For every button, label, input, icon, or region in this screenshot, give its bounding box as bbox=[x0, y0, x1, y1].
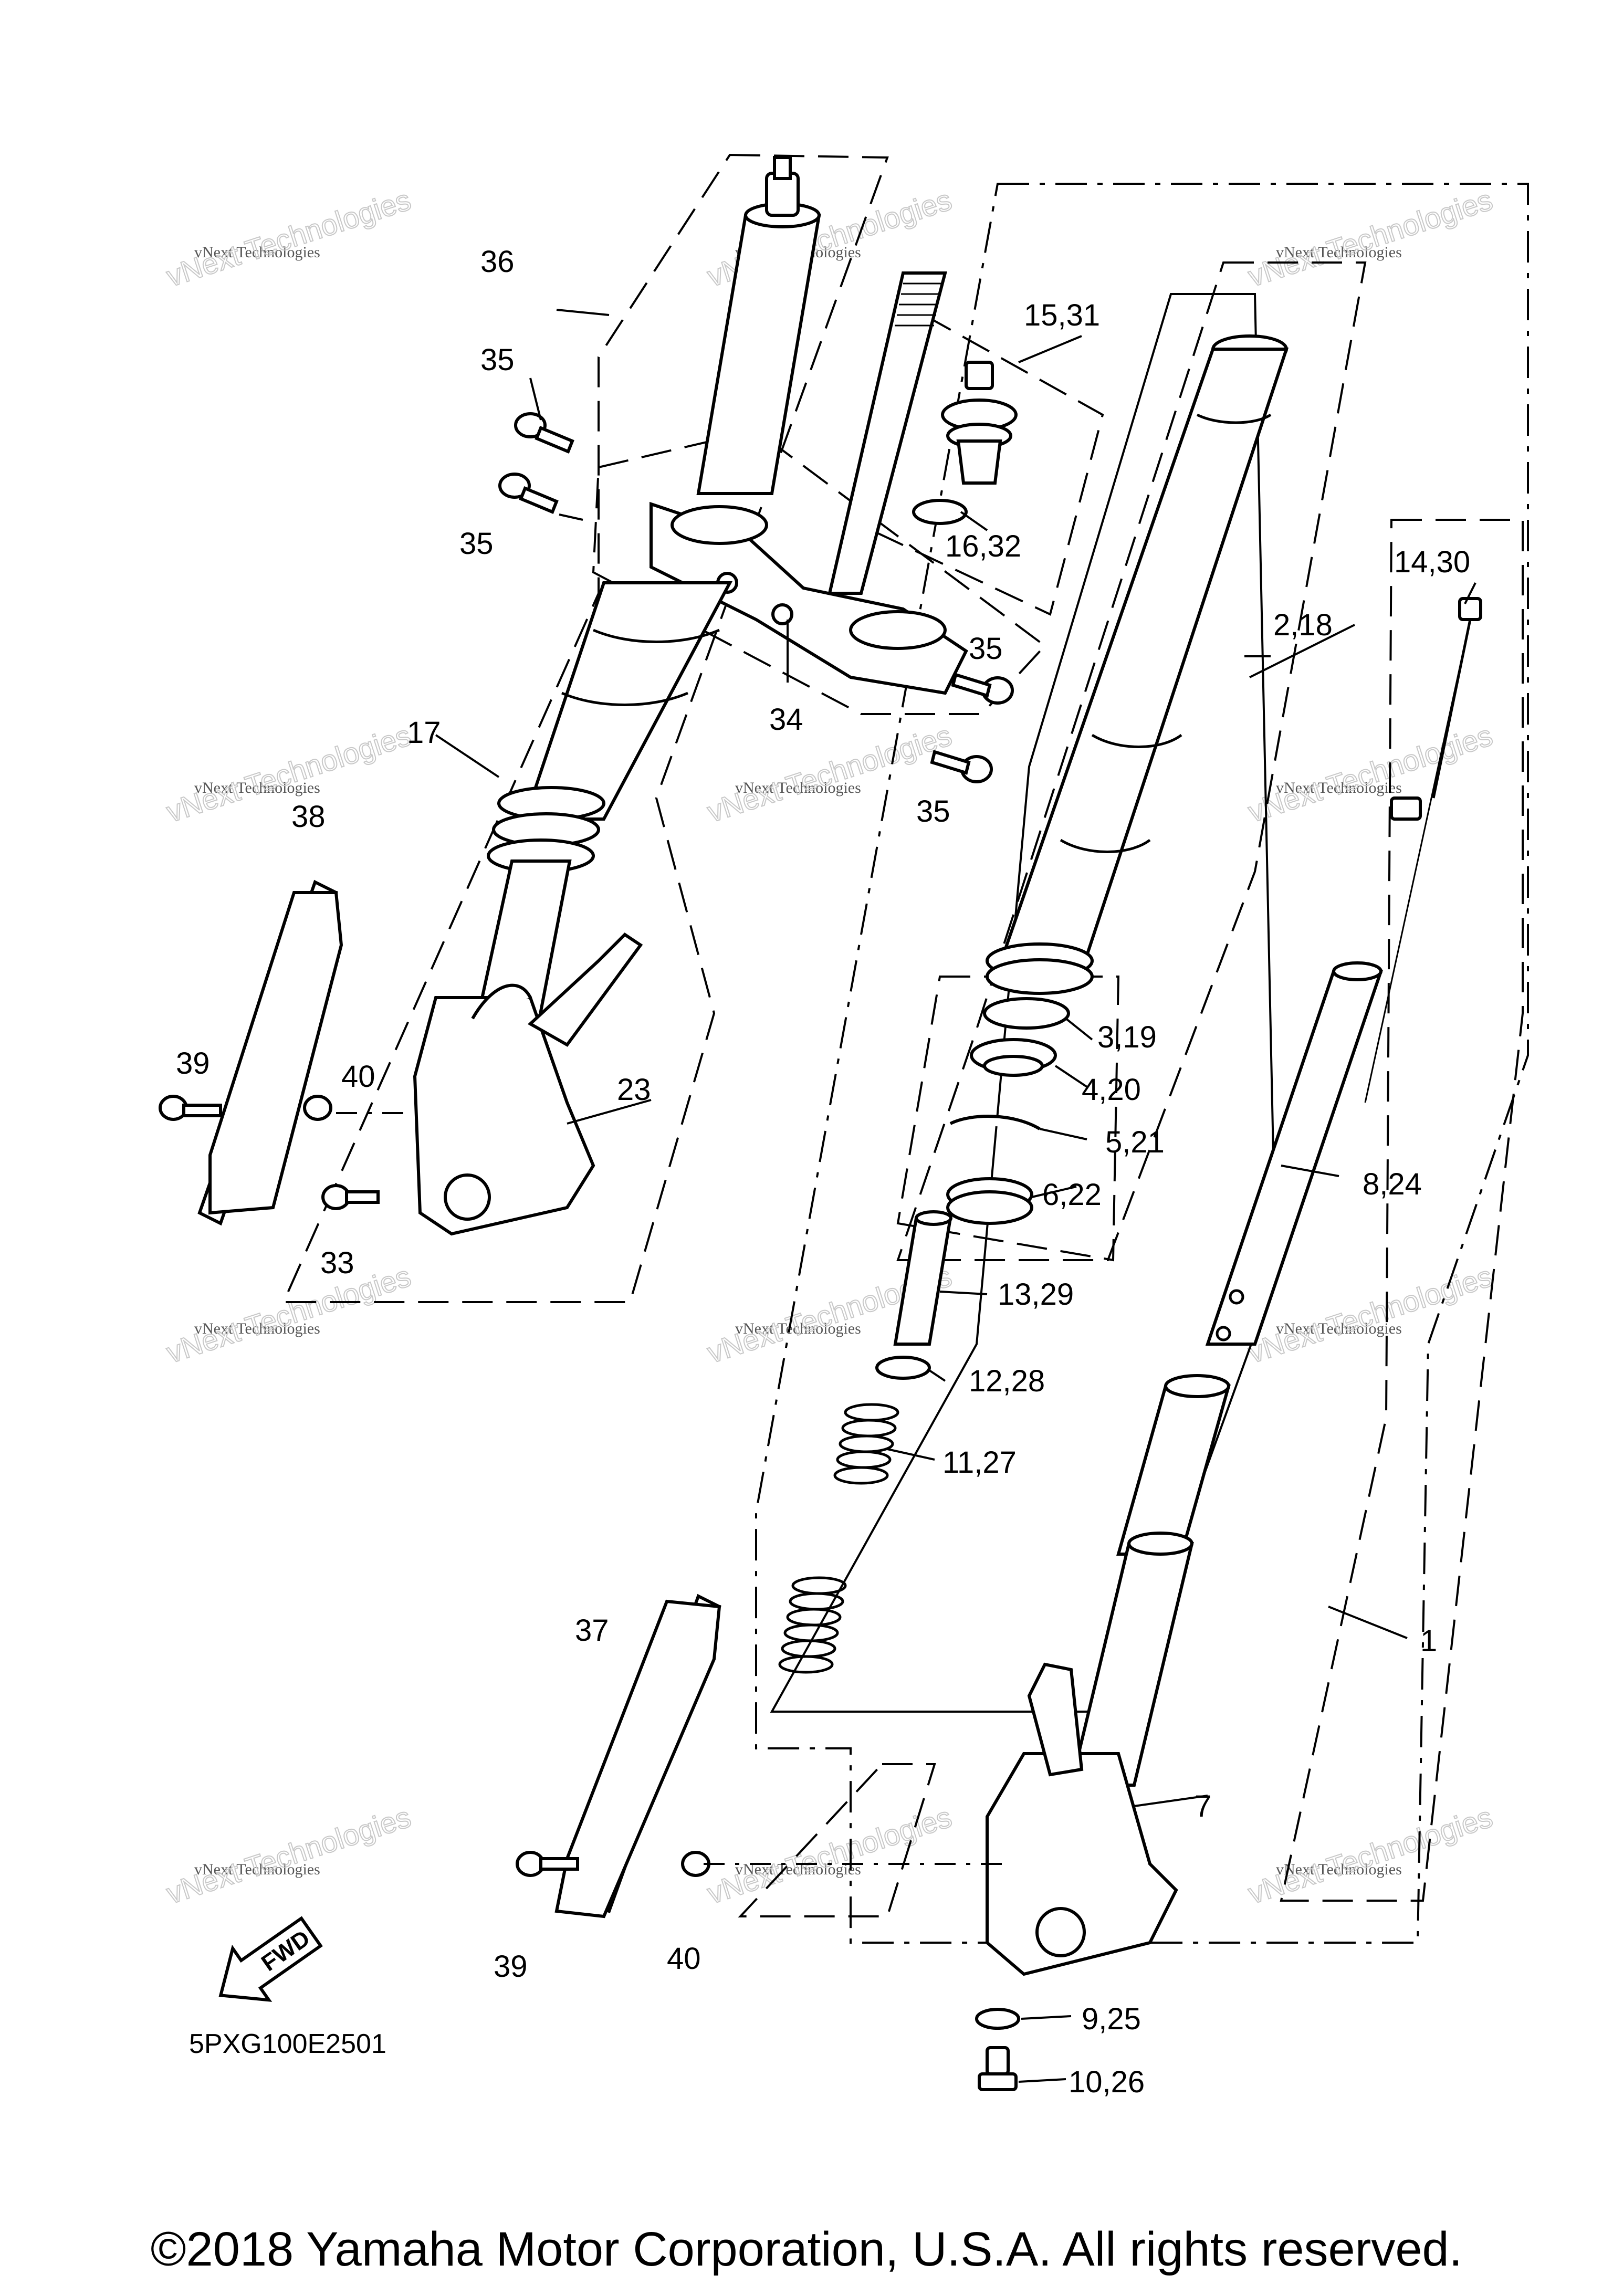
callout-40: 40 bbox=[667, 1942, 701, 1976]
callout-14-30: 14,30 bbox=[1394, 545, 1470, 579]
watermark: vNext Technologies vNext Technologies bbox=[1244, 182, 1497, 293]
svg-text:vNext Technologies: vNext Technologies bbox=[1244, 1259, 1496, 1369]
svg-text:vNext Technologies: vNext Technologies bbox=[163, 183, 415, 293]
fwd-arrow-icon: FWD bbox=[218, 1916, 323, 2002]
watermark: vNext Technologies vNext Technologies bbox=[162, 182, 415, 293]
spring-stack bbox=[778, 1210, 952, 1674]
watermark: vNext Technologies vNext Technologies bbox=[162, 718, 415, 829]
guard-fasteners bbox=[159, 1095, 710, 1877]
svg-text:vNext Technologies: vNext Technologies bbox=[163, 1259, 415, 1369]
callout-40: 40 bbox=[341, 1060, 375, 1094]
callout-9-25: 9,25 bbox=[1082, 2002, 1141, 2036]
callout-35: 35 bbox=[459, 527, 494, 561]
callout-35: 35 bbox=[480, 343, 515, 377]
left-fork-assembly bbox=[413, 156, 968, 1236]
callout-4-20: 4,20 bbox=[1082, 1073, 1141, 1107]
watermark: vNext Technologies vNext Technologies bbox=[162, 1259, 415, 1370]
damper-adjuster bbox=[912, 361, 1018, 525]
bracket-bolts bbox=[498, 412, 1014, 783]
watermark-grid: vNext Technologies vNext Technologies vN… bbox=[162, 182, 1497, 1911]
svg-text:vNext Technologies: vNext Technologies bbox=[194, 1861, 320, 1878]
copyright-notice: ©2018 Yamaha Motor Corporation, U.S.A. A… bbox=[151, 2222, 1462, 2276]
callout-39: 39 bbox=[176, 1046, 210, 1081]
callout-39: 39 bbox=[494, 1949, 528, 1984]
svg-text:vNext Technologies: vNext Technologies bbox=[1276, 1861, 1402, 1878]
damper-rod bbox=[1205, 597, 1482, 1346]
callout-23: 23 bbox=[617, 1073, 651, 1107]
leader-lines bbox=[336, 309, 1476, 2083]
right-outer-tube bbox=[986, 1374, 1231, 1976]
callout-11-27: 11,27 bbox=[942, 1445, 1017, 1480]
spring-11-27 bbox=[778, 1403, 899, 1674]
svg-text:vNext Technologies: vNext Technologies bbox=[1244, 1800, 1496, 1910]
callout-labels: 36 35 35 15,31 16,32 14,30 35 34 35 2,18… bbox=[176, 245, 1470, 2099]
callout-7: 7 bbox=[1195, 1789, 1211, 1823]
callout-15-31: 15,31 bbox=[1024, 298, 1100, 332]
axle-bolts bbox=[975, 2008, 1020, 2091]
callout-38: 38 bbox=[291, 800, 326, 834]
svg-text:vNext Technologies: vNext Technologies bbox=[194, 779, 320, 796]
callout-34: 34 bbox=[769, 703, 803, 737]
svg-text:vNext Technologies: vNext Technologies bbox=[1276, 244, 1402, 261]
bolt-35-d bbox=[930, 750, 993, 783]
svg-text:vNext Technologies: vNext Technologies bbox=[1244, 718, 1496, 829]
dust-seal-3-19 bbox=[983, 997, 1070, 1030]
callout-16-32: 16,32 bbox=[945, 529, 1021, 563]
callout-33: 33 bbox=[320, 1246, 354, 1280]
callout-2-18: 2,18 bbox=[1273, 608, 1333, 642]
watermark: vNext Technologies vNext Technologies bbox=[1244, 718, 1497, 829]
bolt-35-b bbox=[498, 473, 559, 514]
seal-stack bbox=[946, 997, 1070, 1225]
clip-5-21 bbox=[949, 1115, 1041, 1130]
callout-17: 17 bbox=[407, 716, 441, 750]
callout-13-29: 13,29 bbox=[998, 1277, 1074, 1312]
bolt-35-a bbox=[514, 412, 574, 454]
callout-36: 36 bbox=[480, 245, 515, 279]
svg-text:vNext Technologies: vNext Technologies bbox=[194, 244, 320, 261]
callout-10-26: 10,26 bbox=[1069, 2065, 1145, 2099]
svg-text:vNext Technologies: vNext Technologies bbox=[163, 718, 415, 829]
callout-6-22: 6,22 bbox=[1042, 1178, 1102, 1212]
callout-8-24: 8,24 bbox=[1363, 1167, 1422, 1201]
callout-1: 1 bbox=[1420, 1624, 1437, 1658]
callout-35: 35 bbox=[969, 632, 1003, 666]
svg-text:vNext Technologies: vNext Technologies bbox=[735, 1320, 861, 1337]
callout-5-21: 5,21 bbox=[1105, 1125, 1165, 1159]
drawing-code: 5PXG100E2501 bbox=[189, 2029, 386, 2059]
callout-35: 35 bbox=[916, 794, 950, 829]
watermark: vNext Technologies vNext Technologies bbox=[1244, 1259, 1497, 1370]
svg-text:vNext Technologies: vNext Technologies bbox=[1244, 183, 1496, 293]
svg-text:vNext Technologies: vNext Technologies bbox=[1276, 779, 1402, 796]
bolt-35-c bbox=[951, 673, 1014, 705]
callout-37: 37 bbox=[575, 1613, 609, 1648]
callout-3-19: 3,19 bbox=[1097, 1020, 1157, 1054]
svg-text:vNext Technologies: vNext Technologies bbox=[1276, 1320, 1402, 1337]
svg-text:vNext Technologies: vNext Technologies bbox=[163, 1800, 415, 1910]
svg-text:vNext Technologies: vNext Technologies bbox=[194, 1320, 320, 1337]
stem-threads bbox=[895, 282, 942, 327]
watermark: vNext Technologies vNext Technologies bbox=[162, 1799, 415, 1911]
watermark: vNext Technologies vNext Technologies bbox=[1244, 1799, 1497, 1911]
washer-12-28 bbox=[875, 1356, 931, 1380]
right-fork-inner-tube bbox=[986, 334, 1289, 995]
callout-12-28: 12,28 bbox=[969, 1364, 1045, 1398]
svg-text:vNext Technologies: vNext Technologies bbox=[735, 779, 861, 796]
